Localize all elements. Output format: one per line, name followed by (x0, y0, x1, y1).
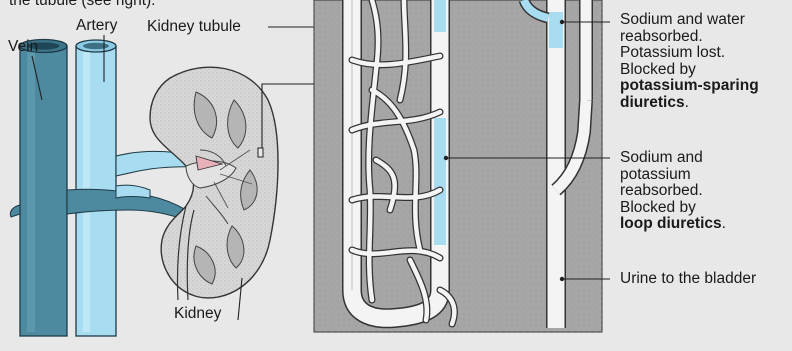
annotation-2-line-4: Blocked by (620, 200, 726, 217)
annotation-2-period: . (722, 215, 726, 232)
annotation-2-line-3: reabsorbed. (620, 183, 726, 200)
annotation-1-drug-class-2: diuretics (620, 94, 685, 111)
annotation-urine: Urine to the bladder (620, 271, 756, 288)
kidney-organ (150, 67, 278, 300)
artery-vessel (76, 40, 116, 336)
annotation-1-line-1: Sodium and water (620, 12, 759, 29)
annotation-2-drug-class: loop diuretics (620, 215, 722, 232)
annotation-2-line-2: potassium (620, 167, 726, 184)
tubule-panel (314, 0, 602, 332)
annotation-3-line-1: Urine to the bladder (620, 271, 756, 288)
annotation-potassium-sparing: Sodium and water reabsorbed. Potassium l… (620, 12, 759, 111)
annotation-1-drug-class: potassium-sparing (620, 78, 759, 95)
vein-label: Vein (8, 38, 38, 55)
kidney-tubule-label: Kidney tubule (147, 18, 241, 35)
annotation-loop-diuretics: Sodium and potassium reabsorbed. Blocked… (620, 150, 726, 233)
annotation-1-line-2: reabsorbed. (620, 29, 759, 46)
annotation-1-period: . (685, 94, 689, 111)
annotation-2-line-1: Sodium and (620, 150, 726, 167)
kidney-label: Kidney (174, 305, 221, 322)
annotation-1-line-4: Blocked by (620, 62, 759, 79)
artery-label: Artery (76, 17, 117, 34)
top-fragment-text: the tubule (see right). (9, 0, 155, 9)
annotation-1-line-3: Potassium lost. (620, 45, 759, 62)
